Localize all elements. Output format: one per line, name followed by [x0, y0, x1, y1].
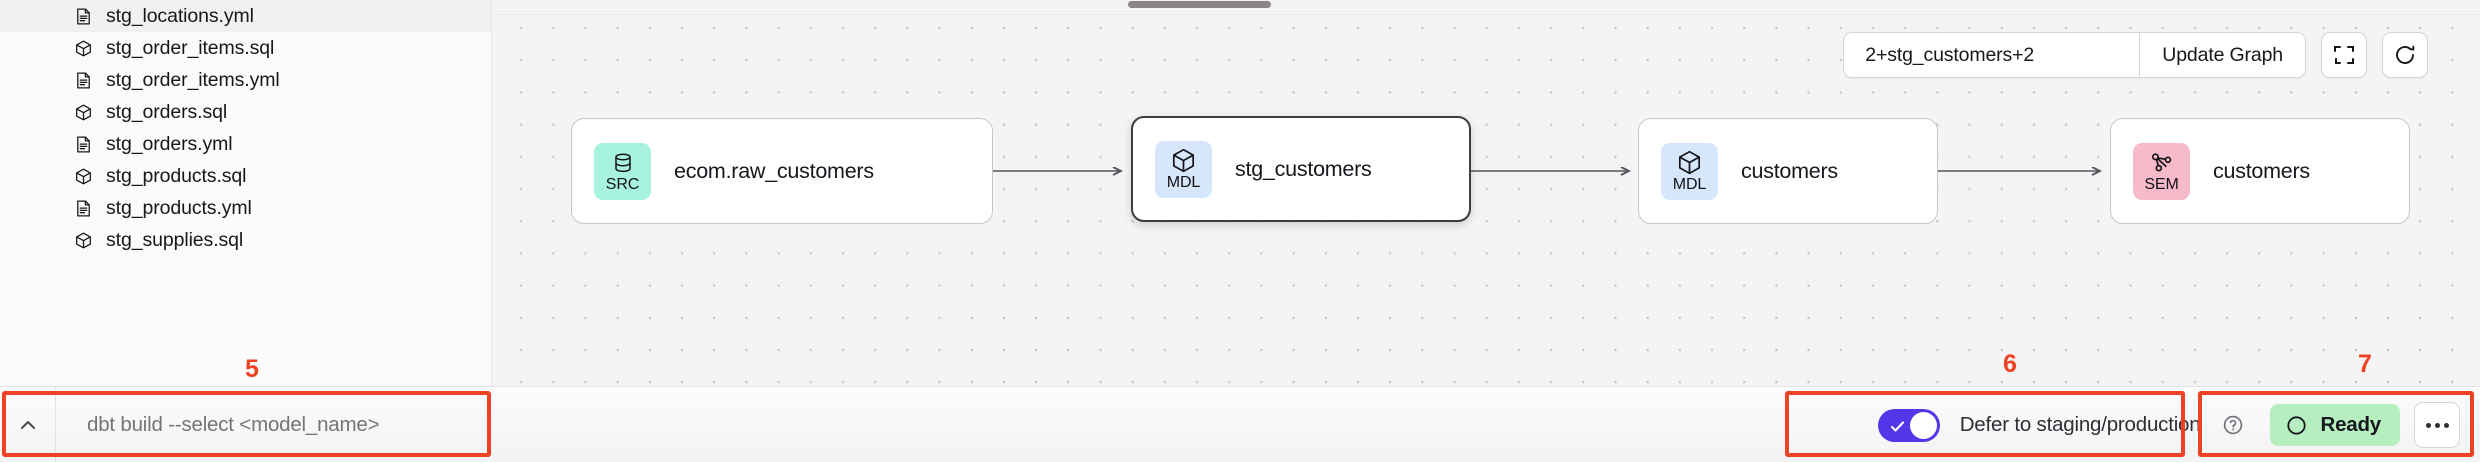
file-name-label: stg_products.yml [106, 196, 252, 219]
canvas-top-divider [492, 14, 2480, 15]
file-list-item[interactable]: stg_order_items.sql [0, 32, 491, 64]
file-name-label: stg_order_items.yml [106, 68, 280, 91]
graph-selector-input[interactable] [1844, 33, 2140, 77]
file-yml-icon [77, 71, 90, 89]
status-ready-label: Ready [2320, 413, 2381, 436]
file-list: stg_locations.yml stg_order_items.sql stg_… [0, 0, 491, 256]
semantic-icon [2151, 153, 2172, 172]
node-type-label: SRC [605, 175, 640, 193]
status-bar: Defer to staging/production Ready [1877, 387, 2460, 462]
file-explorer-sidebar: stg_locations.yml stg_order_items.sql stg_… [0, 0, 492, 386]
file-list-item[interactable]: stg_orders.sql [0, 96, 491, 128]
dot [2443, 422, 2449, 428]
file-list-item[interactable]: stg_products.sql [0, 160, 491, 192]
ellipsis-icon[interactable] [2414, 402, 2460, 448]
node-title: ecom.raw_customers [674, 158, 874, 183]
node-title: stg_customers [1235, 156, 1372, 181]
command-bar-input[interactable] [56, 386, 492, 462]
file-name-label: stg_products.sql [106, 164, 247, 187]
node-type-badge: SEM [2133, 142, 2190, 200]
lineage-node-src-raw-customers[interactable]: SRC ecom.raw_customers [571, 118, 993, 224]
file-name-label: stg_supplies.sql [106, 228, 244, 251]
dot [2434, 422, 2440, 428]
lineage-node-mdl-stg-customers[interactable]: MDL stg_customers [1131, 116, 1471, 222]
status-group: Ready [2270, 402, 2460, 448]
update-graph-button[interactable]: Update Graph [2139, 33, 2305, 77]
database-icon [614, 152, 631, 172]
file-yml-icon [77, 135, 90, 153]
selector-group: Update Graph [1843, 32, 2306, 78]
file-name-label: stg_orders.sql [106, 100, 228, 123]
defer-group: Defer to staging/production [1877, 408, 2245, 442]
graph-toolbar: Update Graph [1843, 32, 2428, 78]
node-title: customers [2213, 158, 2310, 183]
chevron-up-icon[interactable] [0, 386, 56, 462]
file-list-item[interactable]: stg_orders.yml [0, 128, 491, 160]
command-bar: Defer to staging/production Ready [0, 386, 2480, 462]
file-name-label: stg_order_items.sql [106, 36, 275, 59]
dot [2425, 422, 2431, 428]
node-type-label: MDL [1672, 176, 1707, 193]
status-ready-badge[interactable]: Ready [2270, 404, 2400, 446]
cube-icon [1172, 148, 1195, 173]
defer-label: Defer to staging/production [1959, 413, 2201, 436]
horizontal-scrollbar-thumb[interactable] [1128, 1, 1271, 8]
cube-icon [1678, 150, 1701, 175]
defer-toggle[interactable] [1877, 408, 1940, 442]
node-title: customers [1741, 158, 1838, 183]
node-type-label: SEM [2144, 176, 2179, 193]
file-list-item[interactable]: stg_locations.yml [0, 0, 491, 32]
file-list-item[interactable]: stg_supplies.sql [0, 224, 491, 256]
node-type-badge: MDL [1155, 140, 1212, 198]
file-name-label: stg_locations.yml [106, 4, 254, 27]
cube-sql-icon [76, 168, 91, 184]
file-list-item[interactable]: stg_products.yml [0, 192, 491, 224]
cube-sql-icon [76, 232, 91, 248]
node-type-badge: MDL [1661, 142, 1718, 200]
node-type-label: MDL [1166, 174, 1201, 191]
cube-sql-icon [76, 104, 91, 120]
file-yml-icon [77, 199, 90, 217]
toggle-knob [1909, 411, 1937, 439]
file-yml-icon [77, 7, 90, 25]
lineage-node-mdl-customers[interactable]: MDL customers [1638, 118, 1938, 224]
node-type-badge: SRC [594, 142, 651, 200]
cube-sql-icon [76, 40, 91, 56]
fullscreen-icon[interactable] [2321, 32, 2367, 78]
refresh-icon[interactable] [2382, 32, 2428, 78]
lineage-node-sem-customers[interactable]: SEM customers [2110, 118, 2410, 224]
circle-icon [2287, 415, 2307, 435]
file-name-label: stg_orders.yml [106, 132, 233, 155]
help-circle-icon[interactable] [2222, 414, 2244, 436]
file-list-item[interactable]: stg_order_items.yml [0, 64, 491, 96]
